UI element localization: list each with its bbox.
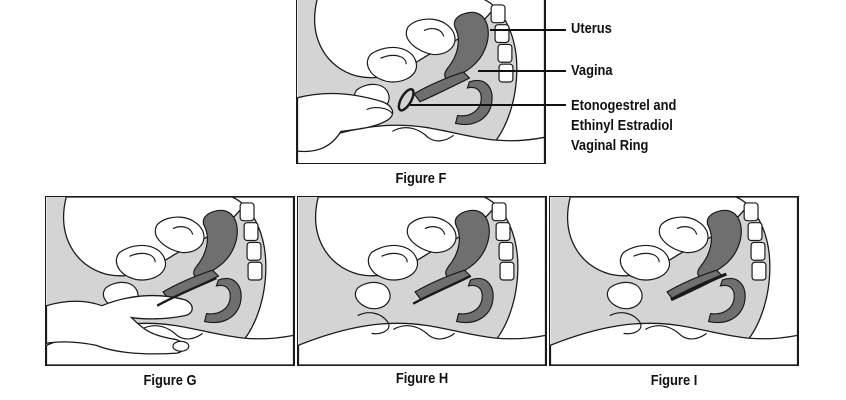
figure-h-illustration — [298, 197, 546, 365]
vagina-leader-line — [478, 70, 566, 72]
vagina-label: Vagina — [571, 62, 613, 79]
uterus-leader-line — [490, 29, 566, 31]
fingernail-shape — [173, 341, 189, 351]
ring-leader-line — [410, 104, 566, 106]
figure-f-panel — [296, 0, 546, 164]
figure-g-illustration — [46, 197, 294, 365]
figure-i-panel — [549, 196, 799, 366]
figure-h-panel — [297, 196, 547, 366]
figure-f-caption: Figure F — [365, 170, 477, 187]
figure-i-caption: Figure I — [618, 372, 730, 389]
ring-label-line1: Etonogestrel and — [571, 97, 676, 114]
figure-h-caption: Figure H — [366, 370, 478, 387]
figure-g-caption: Figure G — [114, 372, 226, 389]
ring-label-line3: Vaginal Ring — [571, 137, 648, 154]
figure-f-illustration — [297, 0, 545, 163]
uterus-label: Uterus — [571, 20, 612, 37]
figure-i-illustration — [550, 197, 798, 365]
ring-label-line2: Ethinyl Estradiol — [571, 117, 673, 134]
figure-g-panel — [45, 196, 295, 366]
